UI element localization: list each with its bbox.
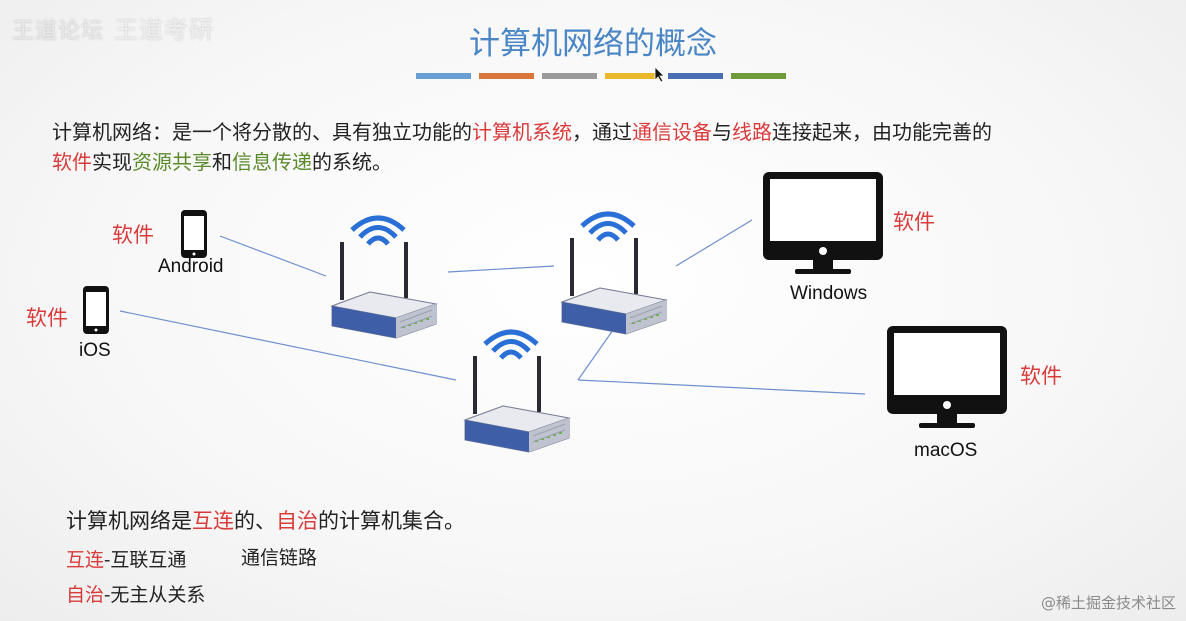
color-bar-4 xyxy=(605,73,660,79)
android-label: Android xyxy=(158,256,224,277)
link-router3-router2 xyxy=(577,329,614,381)
link-router2-windows xyxy=(675,219,753,267)
brand-watermark: 王道论坛王道考研 xyxy=(12,10,214,45)
summary-sentence: 计算机网络是互连的、自治的计算机集合。 xyxy=(66,505,465,535)
link-ios-router3 xyxy=(119,310,457,381)
brand-watermark-faint: 王道考研 xyxy=(114,16,215,44)
android-phone-icon xyxy=(181,210,207,258)
macos-monitor-icon xyxy=(887,326,1007,428)
def-part-7: 的系统。 xyxy=(312,150,392,174)
link-router1-router2 xyxy=(447,265,555,273)
def-part-4: 连接起来，由功能完善的 xyxy=(772,120,992,144)
software-label-windows: 软件 xyxy=(893,210,935,234)
macos-label: macOS xyxy=(914,440,978,461)
connection-lines xyxy=(119,219,866,395)
router-icon xyxy=(332,218,436,338)
corner-watermark: @稀土掘金技术社区 xyxy=(1040,594,1176,612)
summary-part-1: 计算机网络是 xyxy=(66,509,192,533)
color-bar-2 xyxy=(479,73,534,79)
def-part-3: 与 xyxy=(712,120,732,144)
software-label-ios: 软件 xyxy=(26,306,68,330)
def-highlight-comm-device: 通信设备 xyxy=(632,120,712,144)
software-label-android: 软件 xyxy=(112,223,154,247)
def-part-1: 计算机网络：是一个将分散的、具有独立功能的 xyxy=(52,120,472,144)
definition-paragraph: 计算机网络：是一个将分散的、具有独立功能的计算机系统，通过通信设备与线路连接起来… xyxy=(52,117,1162,177)
summary-part-2: 的、 xyxy=(234,509,276,533)
summary-interconnect: 互连 xyxy=(192,509,234,533)
def-highlight-resource-sharing: 资源共享 xyxy=(132,150,212,174)
link-router3-macos xyxy=(577,379,866,395)
color-bar-1 xyxy=(416,73,471,79)
link-android-router1 xyxy=(219,235,327,277)
windows-monitor-icon xyxy=(763,172,883,274)
summary-part-3: 的计算机集合。 xyxy=(318,509,465,533)
page-title: 计算机网络的概念 xyxy=(469,26,717,62)
ios-phone-icon xyxy=(83,286,109,334)
def-part-6: 和 xyxy=(212,150,232,174)
def-highlight-line: 线路 xyxy=(732,120,772,144)
autonomous-desc: -无主从关系 xyxy=(104,584,206,606)
color-bar-5 xyxy=(668,73,723,79)
color-bar-6 xyxy=(731,73,786,79)
ios-label: iOS xyxy=(79,340,111,361)
autonomous-line: 自治-无主从关系 xyxy=(66,580,205,607)
software-label-macos: 软件 xyxy=(1020,364,1062,388)
def-highlight-info-transfer: 信息传递 xyxy=(232,150,312,174)
interconnect-desc: -互联互通 xyxy=(104,549,187,571)
router-icon xyxy=(465,332,569,452)
comm-link-note: 通信链路 xyxy=(241,547,318,569)
def-part-2: ，通过 xyxy=(572,120,632,144)
color-bar-3 xyxy=(542,73,597,79)
autonomous-term: 自治 xyxy=(66,584,105,606)
brand-watermark-text: 王道论坛 xyxy=(12,19,105,44)
def-highlight-computer-system: 计算机系统 xyxy=(472,120,572,144)
windows-label: Windows xyxy=(790,283,868,304)
interconnect-term: 互连 xyxy=(66,549,105,571)
def-highlight-software: 软件 xyxy=(52,150,92,174)
def-part-5: 实现 xyxy=(92,150,132,174)
interconnect-line: 互连-互联互通 xyxy=(66,545,186,572)
router-icon xyxy=(562,214,666,334)
summary-autonomous: 自治 xyxy=(276,509,318,533)
